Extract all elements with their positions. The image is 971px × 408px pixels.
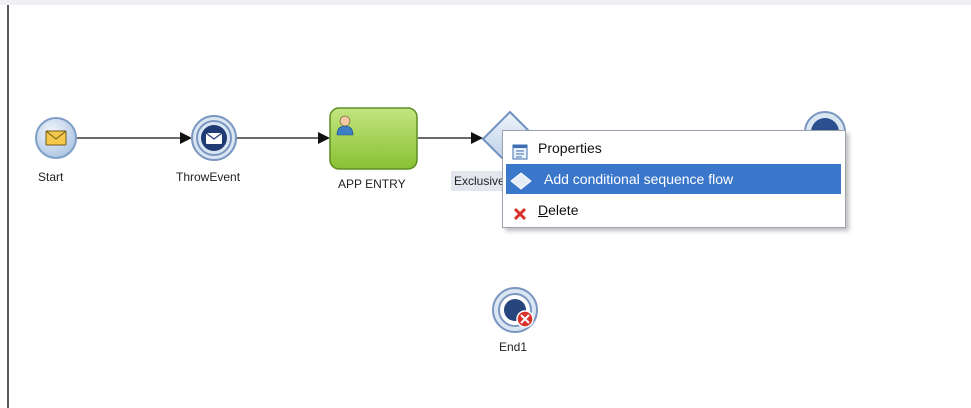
gateway-diamond-icon <box>510 170 532 190</box>
start-event[interactable] <box>35 117 77 159</box>
canvas-left-border <box>7 5 9 408</box>
sequence-flow-throw-task[interactable] <box>236 132 330 144</box>
error-badge-icon <box>516 310 534 328</box>
sequence-flow-task-gateway[interactable] <box>418 132 483 144</box>
user-task-label: APP ENTRY <box>338 177 406 191</box>
canvas-top-strip <box>0 0 971 5</box>
user-icon <box>336 115 354 136</box>
end-event[interactable] <box>492 287 538 333</box>
menu-item-add-conditional-flow[interactable]: Add conditional sequence flow <box>506 164 841 194</box>
context-menu: Properties Add conditional sequence flow… <box>502 130 846 228</box>
menu-item-properties[interactable]: Properties <box>506 133 841 163</box>
exclusive-gateway-label: Exclusive <box>451 171 509 191</box>
user-task[interactable] <box>329 107 418 170</box>
start-event-label: Start <box>38 170 64 184</box>
menu-item-label: Properties <box>538 140 602 156</box>
throw-event-label: ThrowEvent <box>176 170 241 184</box>
delete-x-icon <box>512 202 528 221</box>
throw-event[interactable] <box>191 115 237 161</box>
menu-item-label: Delete <box>538 202 579 218</box>
sequence-flow-start-throw[interactable] <box>77 132 192 144</box>
menu-item-delete[interactable]: Delete <box>506 195 841 225</box>
end-event-label: End1 <box>499 340 528 354</box>
hidden-event[interactable] <box>804 111 846 133</box>
menu-item-label: Add conditional sequence flow <box>544 171 734 187</box>
envelope-icon <box>205 132 223 144</box>
envelope-icon <box>45 130 67 146</box>
properties-icon <box>512 140 528 160</box>
